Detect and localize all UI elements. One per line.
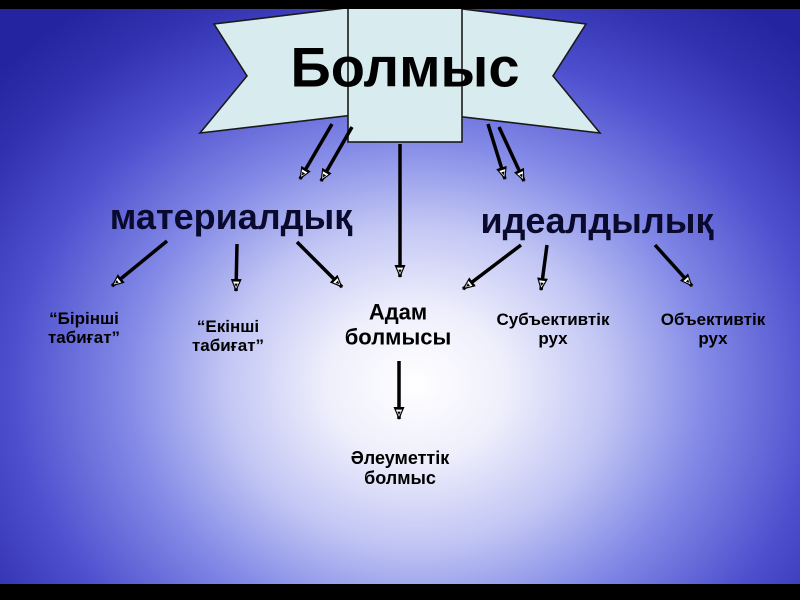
arrow-banner-to-material-2 — [319, 126, 354, 182]
arrow-banner-to-material-1 — [298, 123, 334, 180]
arrow-ideal-to-human-being — [461, 243, 523, 291]
banner-title: Болмыс — [290, 35, 520, 99]
letterbox-top-bar — [0, 0, 800, 9]
arrow-banner-to-ideal-2 — [497, 126, 526, 182]
node-social-being: Әлеуметтік болмыс — [350, 447, 450, 488]
node-objective-spirit: Объективтік рух — [660, 309, 766, 348]
arrow-material-to-second-nature — [230, 243, 242, 292]
node-first-nature: “Бірінші табиғат” — [47, 308, 121, 347]
arrow-group — [110, 123, 694, 420]
title-banner-ribbon — [198, 0, 602, 143]
node-human-being: Адам болмысы — [344, 299, 452, 349]
arrow-ideal-to-subjective-spirit — [537, 244, 549, 291]
node-subjective-spirit: Субъективтік рух — [496, 309, 610, 348]
letterbox-bottom-bar — [0, 584, 800, 600]
branch-ideal-label: идеалдылық — [480, 199, 714, 241]
arrow-banner-to-ideal-1 — [486, 123, 507, 180]
banner-center-panel — [347, 0, 463, 143]
branch-material-label: материалдық — [109, 195, 353, 237]
arrow-material-to-human-being — [295, 240, 344, 289]
arrow-ideal-to-objective-spirit — [653, 243, 694, 288]
node-second-nature: “Екінші табиғат” — [191, 316, 265, 355]
arrow-material-to-first-nature — [110, 239, 169, 288]
